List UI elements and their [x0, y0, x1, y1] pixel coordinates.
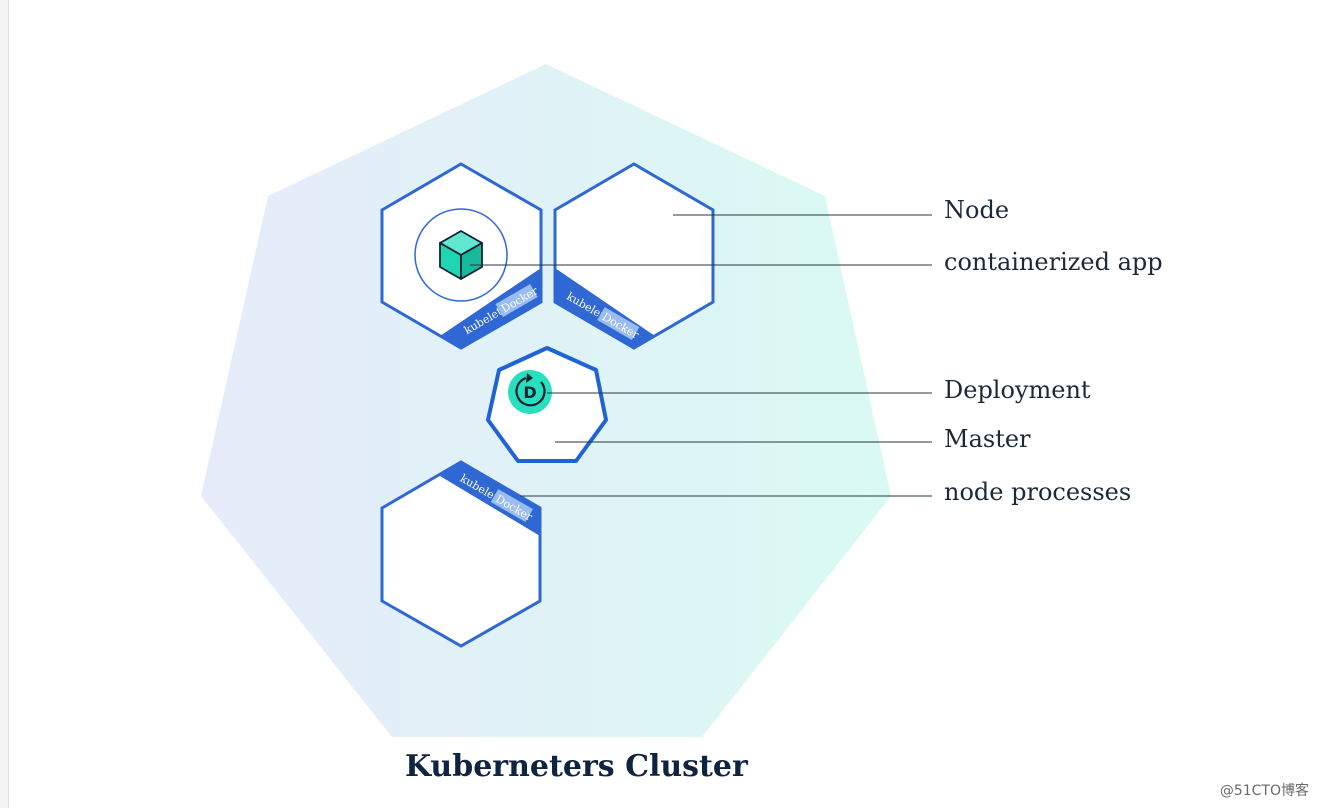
label-deployment: Deployment: [944, 376, 1091, 404]
deployment-badge-letter: D: [523, 383, 536, 402]
node-1-process-band: [440, 268, 541, 348]
page-left-edge: [0, 0, 9, 808]
label-master: Master: [944, 425, 1031, 453]
diagram-caption: Kuberneters Cluster: [405, 749, 748, 784]
pod-circle: [414, 208, 508, 302]
node-2: kubelet Docker: [553, 162, 715, 350]
label-node-processes: node processes: [944, 478, 1132, 506]
label-node: Node: [944, 196, 1010, 224]
node-3-process-band: [440, 462, 540, 536]
master-node: D: [486, 346, 608, 463]
node-1: kubelet Docker: [380, 162, 543, 350]
deployment-icon: D: [508, 370, 552, 414]
containerized-app-cube-icon: [439, 230, 483, 280]
label-containerized-app: containerized app: [944, 248, 1163, 276]
leader-lines: [470, 214, 932, 497]
watermark: @51CTO博客: [1219, 783, 1309, 799]
